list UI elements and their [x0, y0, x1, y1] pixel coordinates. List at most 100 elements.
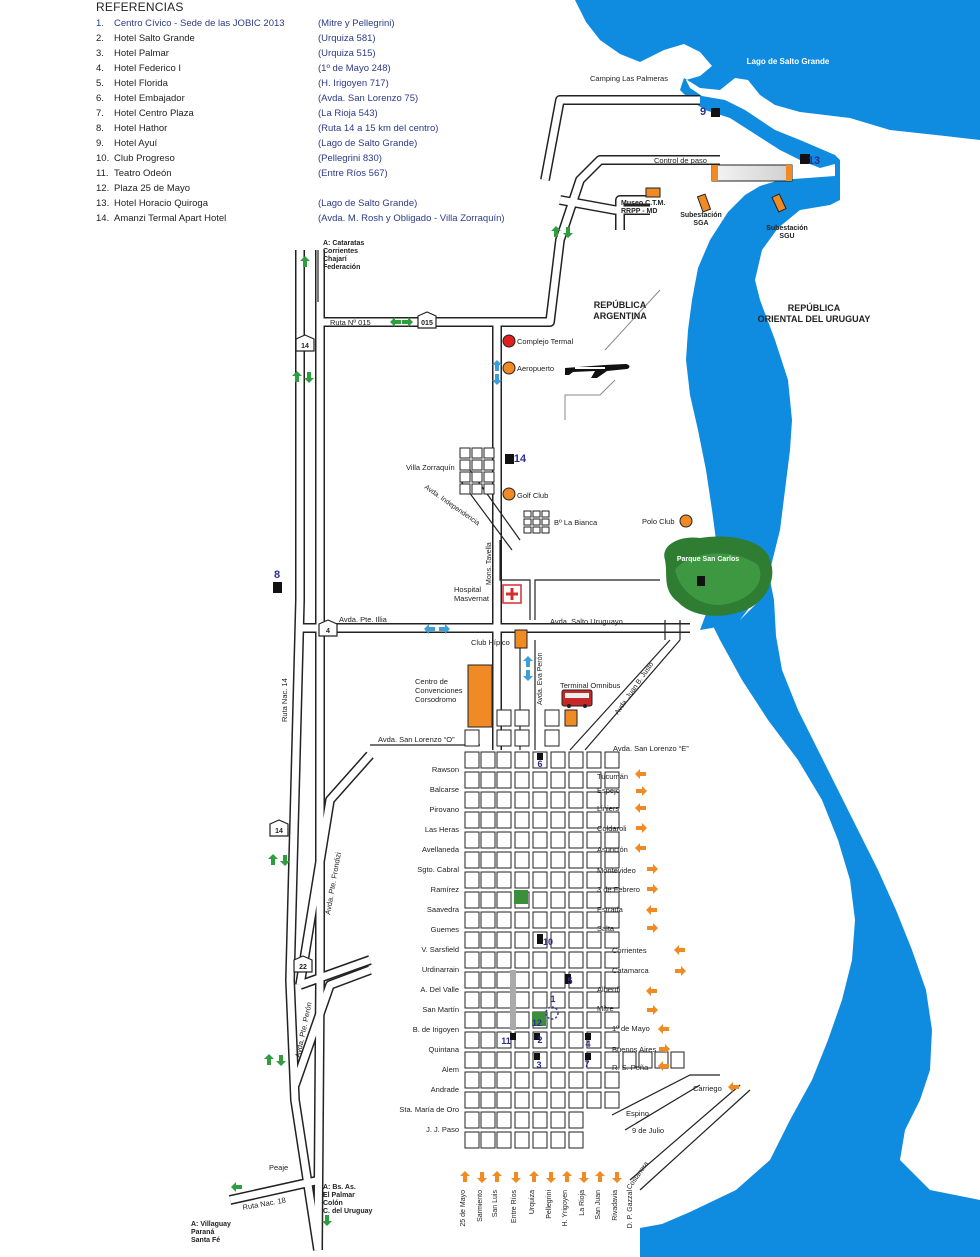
city-block	[568, 1111, 584, 1129]
map-label: Camping Las Palmeras	[590, 74, 668, 83]
city-block	[550, 811, 566, 829]
city-block	[550, 1051, 566, 1069]
city-block	[480, 831, 496, 849]
street-label: Entre Ríos	[511, 1190, 518, 1224]
direction-arrow	[674, 945, 685, 955]
marker-number: 14	[514, 453, 527, 465]
reference-name: Hotel Horacio Quiroga	[114, 198, 208, 209]
city-block	[532, 1131, 548, 1149]
reference-number: 7.	[96, 108, 104, 119]
reference-item: 10.Club Progreso(Pellegrini 830)	[96, 153, 566, 168]
reference-name: Hotel Hathor	[114, 123, 168, 134]
city-block	[464, 1091, 480, 1109]
direction-arrow	[523, 656, 533, 667]
street-label: Salta	[597, 924, 615, 933]
city-block	[586, 751, 602, 769]
map-label: Bº La Bianca	[554, 518, 598, 527]
street-label: San Luis	[492, 1190, 499, 1218]
city-block	[670, 1051, 685, 1069]
city-block	[480, 1111, 496, 1129]
street-label: San Juan	[595, 1190, 602, 1220]
map-label: Museo C.T.M.	[621, 200, 665, 207]
map-label: Terminal Omnibus	[560, 681, 621, 690]
city-block	[480, 1051, 496, 1069]
city-block	[496, 1091, 512, 1109]
street-label: 25 de Mayo	[460, 1190, 467, 1227]
map-label: Avda. Pte. Frondizi	[323, 851, 343, 915]
direction-arrow	[264, 1054, 274, 1065]
city-block	[604, 991, 620, 1009]
reference-item: 11.Teatro Odeón(Entre Ríos 567)	[96, 168, 566, 183]
city-block	[586, 811, 602, 829]
city-block	[514, 1091, 530, 1109]
map-label: Subestación	[680, 212, 722, 219]
city-block	[532, 911, 548, 929]
direction-arrow	[546, 1172, 556, 1183]
city-block	[586, 951, 602, 969]
city-block	[480, 931, 496, 949]
city-block	[514, 1071, 530, 1089]
direction-arrow	[460, 1171, 470, 1182]
map-label: Complejo Termal	[517, 337, 573, 346]
city-block	[568, 891, 584, 909]
direction-arrow	[402, 317, 413, 327]
route-shield-number: 015	[421, 320, 433, 327]
city-block	[496, 709, 512, 727]
reference-address: (Urquiza 515)	[318, 48, 376, 59]
city-block	[568, 791, 584, 809]
salto-grande-label: GRANDE	[725, 153, 769, 164]
map-label: 9 de Julio	[632, 1126, 664, 1135]
city-block	[480, 851, 496, 869]
map-label: Avda. Eva Perón	[537, 652, 544, 705]
direction-arrow	[300, 256, 310, 267]
street-label: Tucumán	[597, 772, 628, 781]
city-block	[514, 951, 530, 969]
reference-name: Hotel Embajador	[114, 93, 185, 104]
reference-item: 1.Centro Cívico - Sede de las JOBIC 2013…	[96, 18, 566, 33]
city-block	[532, 518, 541, 526]
direction-arrow	[579, 1172, 589, 1183]
direction-arrow	[635, 769, 646, 779]
city-block	[464, 811, 480, 829]
map-label: Aeropuerto	[517, 364, 554, 373]
city-block	[483, 483, 495, 495]
lake-salto-grande	[575, 0, 980, 630]
city-block	[471, 459, 483, 471]
direction-arrow	[635, 843, 646, 853]
direction-arrow	[658, 1061, 669, 1071]
city-block	[514, 791, 530, 809]
street-label: San Martín	[422, 1005, 459, 1014]
city-block	[586, 971, 602, 989]
city-block	[514, 1031, 530, 1049]
city-block	[586, 851, 602, 869]
route-shield-number: 14	[301, 343, 309, 350]
city-block	[586, 791, 602, 809]
reference-address: (Avda. M. Rosh y Obligado - Villa Zorraq…	[318, 213, 505, 224]
city-block	[550, 831, 566, 849]
direction-arrow	[647, 864, 658, 874]
city-block	[459, 459, 471, 471]
city-block	[464, 911, 480, 929]
city-block	[514, 771, 530, 789]
map-label: Costanera	[626, 1161, 650, 1192]
city-block	[459, 483, 471, 495]
city-block	[480, 811, 496, 829]
reference-number: 10.	[96, 153, 110, 164]
city-block	[514, 911, 530, 929]
city-block	[459, 447, 471, 459]
city-block	[604, 831, 620, 849]
city-block	[544, 709, 560, 727]
lake-label: Lago de Salto Grande	[747, 57, 830, 66]
city-block	[532, 1091, 548, 1109]
city-block	[544, 729, 560, 747]
reference-name: Hotel Centro Plaza	[114, 108, 194, 119]
city-block	[532, 771, 548, 789]
city-block	[464, 1011, 480, 1029]
city-block	[496, 891, 512, 909]
direction-arrow	[231, 1182, 242, 1192]
river-uruguay	[640, 580, 980, 1257]
marker-number: 13	[808, 155, 820, 167]
city-block	[568, 911, 584, 929]
street-label: Balcarse	[430, 785, 459, 794]
references-list: 1.Centro Cívico - Sede de las JOBIC 2013…	[96, 18, 566, 228]
